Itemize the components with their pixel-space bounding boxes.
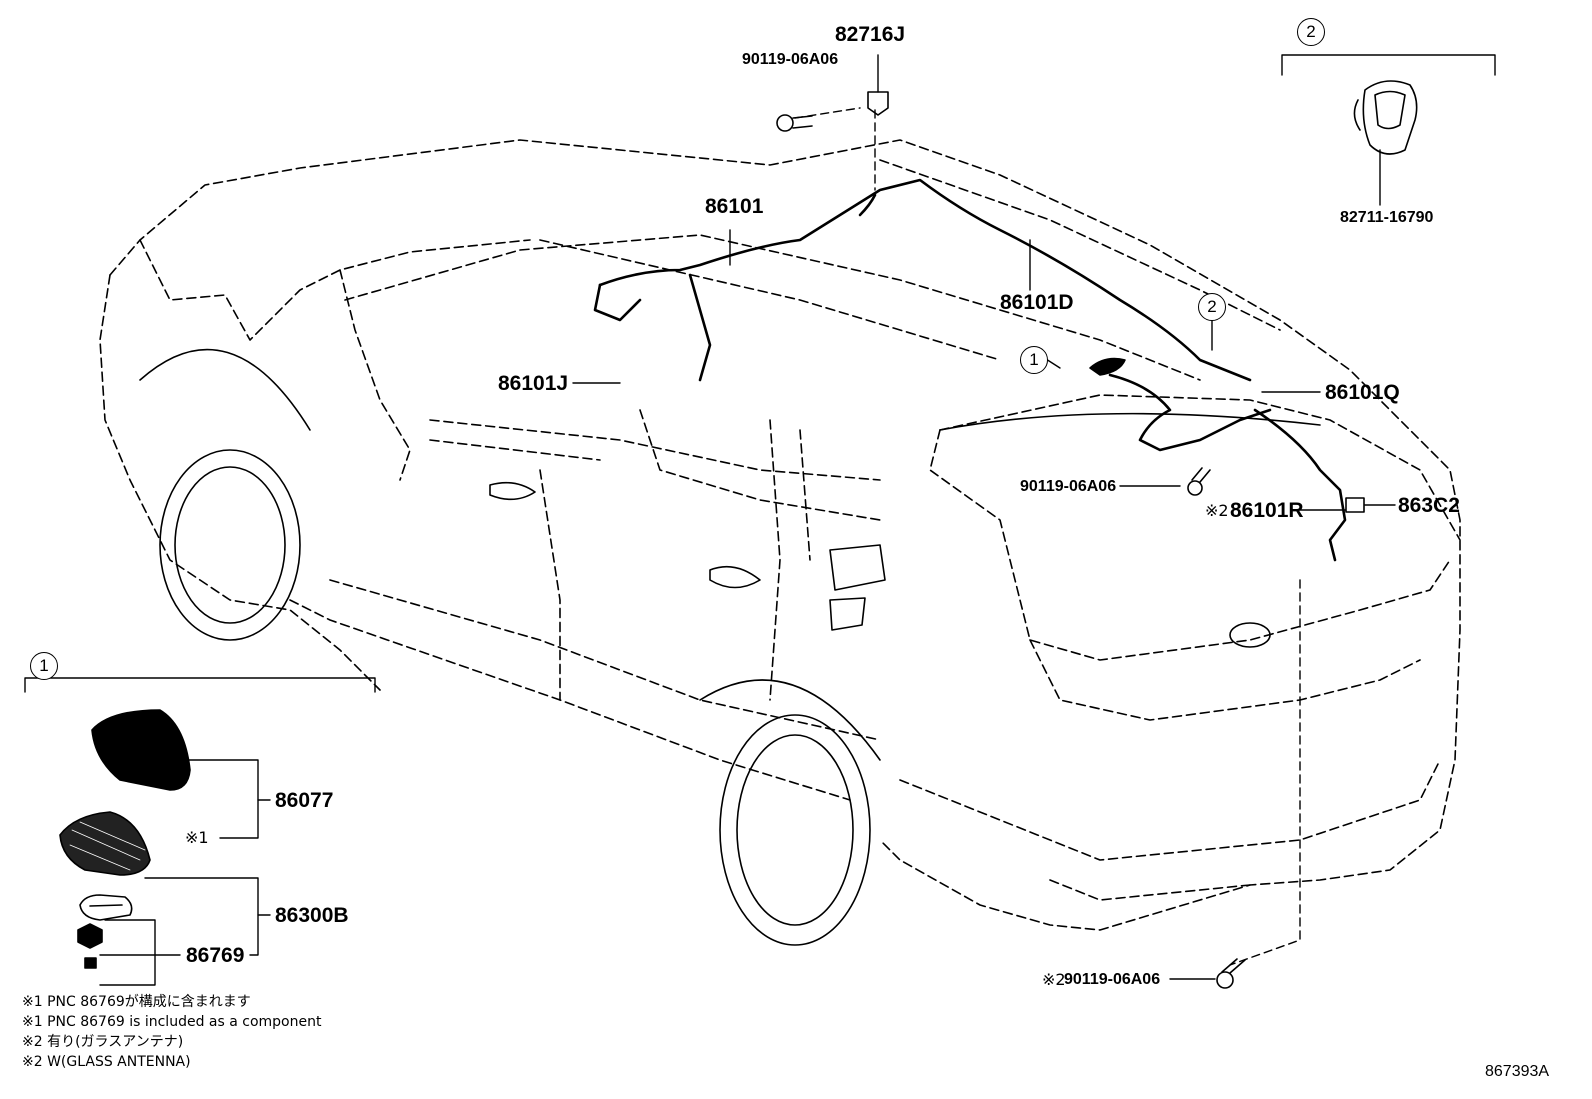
callout-1-vehicle: 1	[1020, 346, 1048, 374]
note-2-english: ※2 W(GLASS ANTENNA)	[22, 1054, 191, 1070]
label-leaders	[24, 54, 1496, 986]
part-label-82711-16790: 82711-16790	[1340, 209, 1434, 226]
part-label-90119-06a06-top: 90119-06A06	[742, 51, 839, 68]
bolt-bottom	[1216, 958, 1246, 989]
note-mark-86101r: ※2	[1205, 501, 1229, 520]
connector-863c2	[1345, 497, 1365, 513]
roof-antenna	[1089, 357, 1126, 376]
dashed-leaders	[794, 107, 1301, 966]
callout-1-header: 1	[30, 652, 58, 680]
part-label-86101q: 86101Q	[1325, 381, 1400, 404]
shark-fin-cover-86077	[91, 709, 191, 791]
vehicle-body-outline	[99, 139, 1461, 931]
part-label-90119-06a06-bottom: 90119-06A06	[1064, 971, 1161, 988]
clip-82716j	[867, 91, 889, 116]
antenna-base-texture	[69, 821, 146, 871]
gasket-86769	[79, 894, 133, 921]
note-mark-86077: ※1	[185, 828, 209, 847]
nut-86769	[77, 923, 103, 949]
diagram-id: 867393A	[1485, 1063, 1550, 1080]
part-label-86101: 86101	[705, 195, 764, 218]
antenna-base-86300b	[59, 811, 151, 876]
part-label-86101r: 86101R	[1230, 499, 1304, 522]
part-label-90119-06a06-mid: 90119-06A06	[1020, 478, 1117, 495]
vehicle-solid-lines	[139, 348, 1321, 946]
bolt-mid	[1187, 467, 1211, 496]
part-label-86101j: 86101J	[498, 372, 569, 395]
note-2-japanese: ※2 有り(ガラスアンテナ)	[22, 1034, 184, 1050]
callout-2-vehicle: 2	[1198, 293, 1226, 321]
part-label-82716j: 82716J	[835, 23, 906, 46]
part-label-86769: 86769	[186, 944, 245, 967]
antenna-harness	[593, 178, 1347, 562]
part-label-863c2: 863C2	[1398, 494, 1460, 517]
part-label-86077: 86077	[275, 789, 334, 812]
clamp-82711-16790	[1353, 80, 1418, 155]
part-label-86101d: 86101D	[1000, 291, 1074, 314]
note-1-japanese: ※1 PNC 86769が構成に含まれます	[22, 994, 251, 1010]
note-mark-90119-bottom: ※2	[1042, 970, 1066, 989]
callout-2-header: 2	[1297, 18, 1325, 46]
note-1-english: ※1 PNC 86769 is included as a component	[22, 1014, 322, 1030]
bolt-top	[776, 114, 813, 132]
screw-86769	[84, 957, 97, 969]
part-label-86300b: 86300B	[275, 904, 349, 927]
